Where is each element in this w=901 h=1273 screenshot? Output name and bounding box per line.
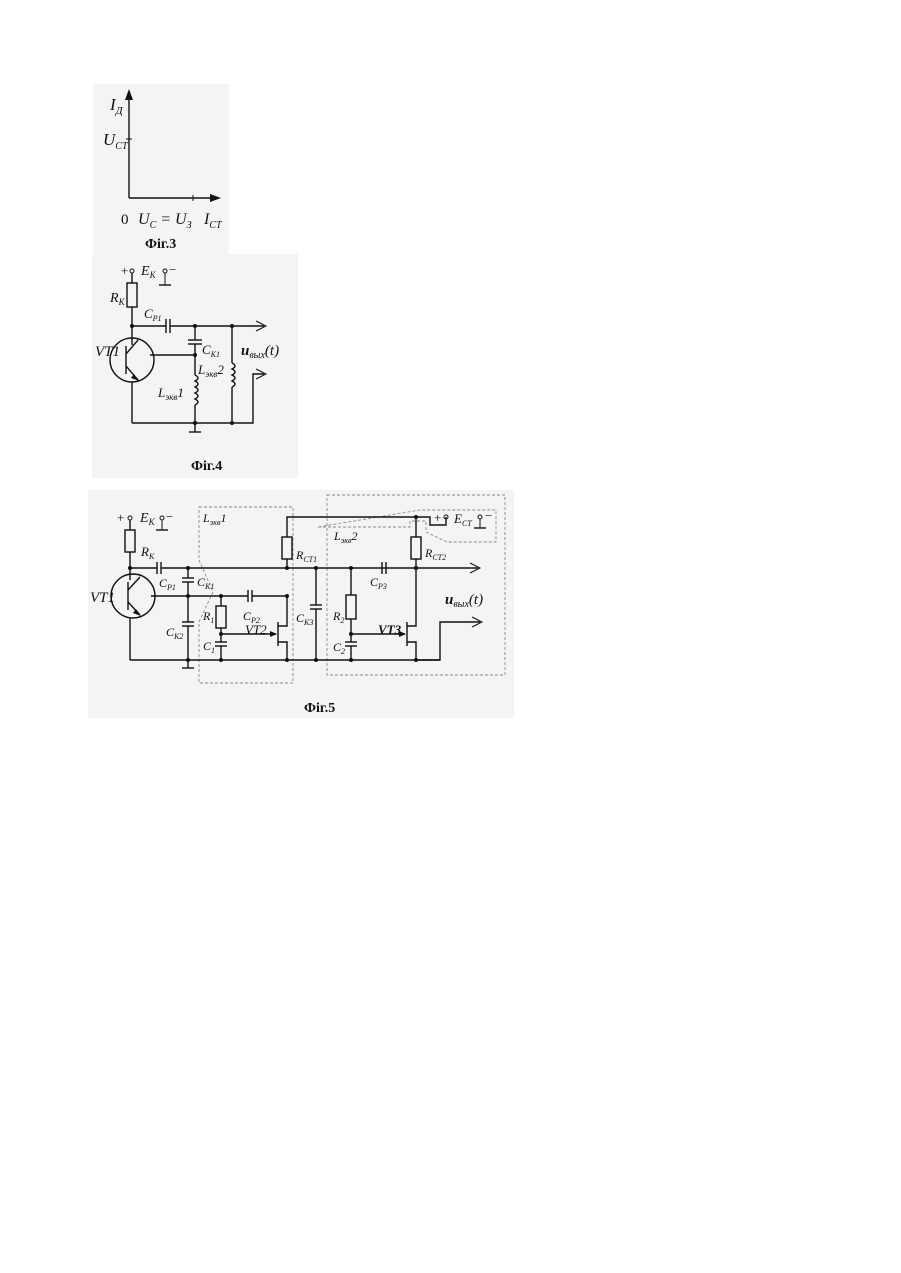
fig5-cp3-label: CP3 [370,575,387,591]
fig5-r1-label: R1 [202,609,214,625]
fig5-plus: + [117,510,124,525]
fig5-ck3-label: CК3 [296,611,313,627]
fig5-vt1-label: VT1 [90,590,115,606]
fig5-vt2-label: VT2 [245,622,267,637]
fig5-rct1-label: RСТ1 [295,548,317,564]
fig5-supply-label: EК [139,511,156,527]
fig5-vt3-label: VT3 [378,622,402,637]
fig5-plus-2: + [434,510,441,525]
fig5-ck2-label: CК2 [166,625,183,641]
fig5-caption: Фіг.5 [304,701,335,716]
fig5-c1-label: C1 [203,639,215,655]
fig5-supply2-label: EСТ [453,511,472,528]
fig5-lekv1-group-outline [199,507,293,683]
fig5-rk-label: RК [140,544,155,561]
fig5-c2-label: C2 [333,640,345,656]
fig5-minus: − [166,509,173,524]
fig5-resistor-rct1 [282,537,292,559]
fig5-lekv2-label: Lэкв2 [333,529,357,545]
fig5-r2-label: R2 [332,609,344,625]
fig5-resistor-rk [125,530,135,552]
fig5-uout-label: uвых(t) [445,592,483,610]
fig5-ck1-label: CК1 [197,575,214,591]
fig5-resistor-r1 [216,606,226,628]
fig5-circuit: + EК − RК VT1 CP1 CК1 CК2 Lэкв1 CP2 [0,0,901,730]
fig5-resistor-r2 [346,595,356,619]
fig5-minus-2: − [485,508,492,523]
fig5-lekv1-label: Lэкв1 [202,511,226,527]
fig5-rct2-label: RСТ2 [424,546,446,562]
fig5-cp1-label: CP1 [159,576,176,592]
fig5-resistor-rct2 [411,537,421,559]
fig5-transistor-vt1-icon [111,574,155,618]
